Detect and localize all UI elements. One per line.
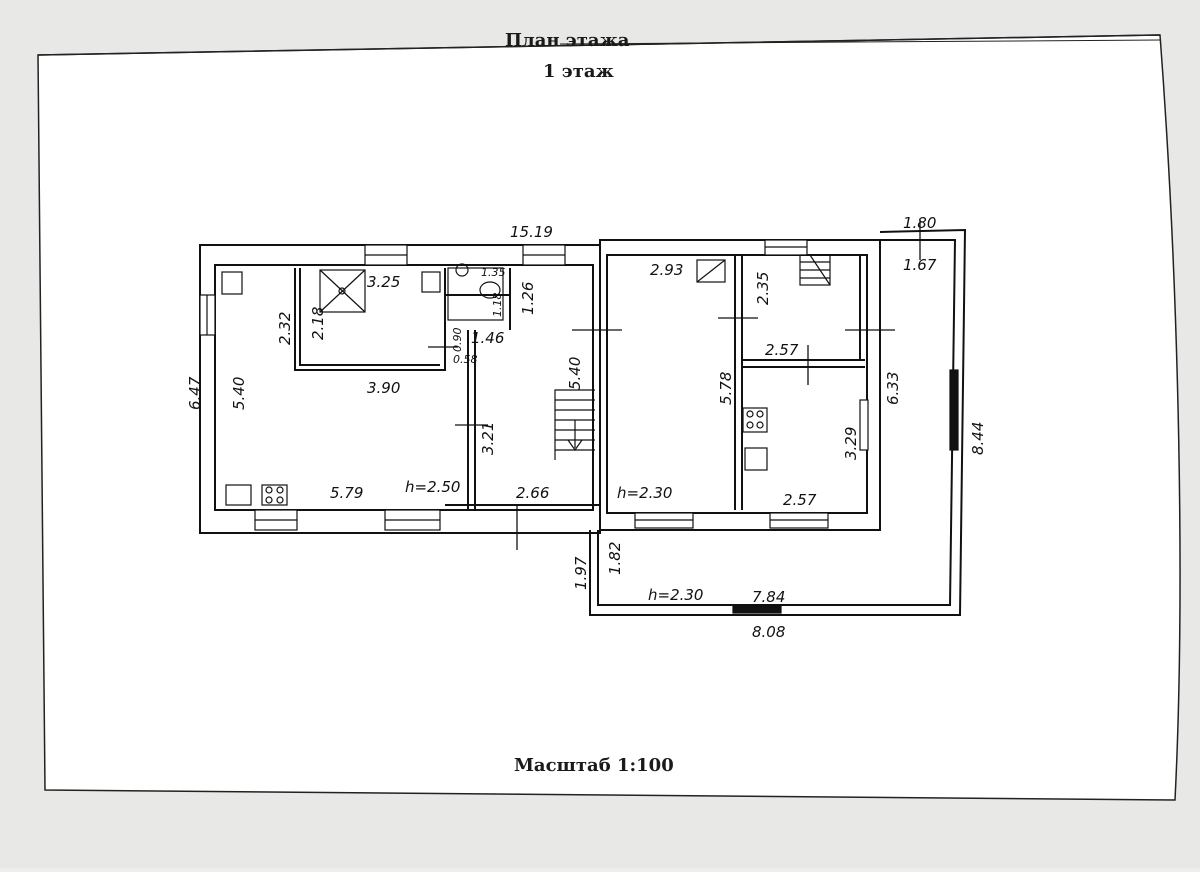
dim-wc-small-b: 0.58 (453, 353, 478, 366)
dim-wc-small-a: 0.90 (451, 328, 464, 353)
dim-veranda-a: 1.97 (572, 556, 590, 590)
dim-wc-width: 1.35 (481, 266, 506, 279)
dim-stair-width: 2.57 (765, 341, 799, 359)
fixtures (221, 254, 831, 506)
dim-veranda-b: 1.82 (606, 542, 624, 575)
dim-room-c-depth: 3.29 (842, 427, 860, 460)
dim-hall-height: 5.40 (566, 357, 584, 390)
dim-wc-length: 1.46 (471, 329, 504, 347)
dim-room-b-width: 2.93 (650, 261, 683, 279)
dim-kitchen-ceiling: h=2.50 (405, 478, 460, 496)
door-markers (428, 220, 921, 550)
dim-hall-lower: 3.21 (479, 422, 497, 455)
dim-room-b-height: 5.78 (717, 372, 735, 405)
dim-room-c-width: 2.57 (783, 491, 817, 509)
dim-hall-width: 2.66 (516, 484, 549, 502)
dim-hall-upper: 1.26 (519, 282, 537, 315)
interior-partitions (294, 255, 865, 510)
windows (199, 239, 959, 614)
dim-veranda-outer: 8.08 (752, 623, 785, 641)
scale-label: Масштаб 1:100 (514, 755, 674, 776)
dim-corridor-height: 6.33 (884, 372, 902, 405)
dim-annex-top: 1.80 (903, 214, 936, 232)
dim-annex-side: 1.67 (903, 256, 937, 274)
dim-right-height: 8.44 (969, 422, 987, 455)
dim-veranda-inner: 7.84 (752, 588, 785, 606)
dimension-labels: 15.19 6.47 8.44 1.80 1.67 5.40 2.32 3.25… (186, 214, 987, 641)
dim-living-width: 3.90 (367, 379, 400, 397)
dim-shower-width: 3.25 (367, 273, 400, 291)
dim-wc-depth: 1.18 (491, 293, 504, 318)
dim-veranda-ceiling: h=2.30 (648, 586, 703, 604)
floor-title: 1 этаж (543, 61, 614, 82)
dim-room1-height: 5.40 (230, 377, 248, 410)
dim-kitchen-width: 5.79 (330, 484, 363, 502)
dim-stair-depth: 2.35 (754, 272, 772, 305)
dim-total-width: 15.19 (510, 223, 553, 241)
dim-shower-depth: 2.18 (309, 307, 327, 340)
dim-left-height: 6.47 (186, 376, 204, 410)
right-block-walls (589, 228, 967, 616)
plan-title: План этажа (505, 30, 630, 51)
paper-inner (37, 34, 1181, 801)
dim-room1-upper: 2.32 (276, 312, 294, 345)
dim-room-b-ceiling: h=2.30 (617, 484, 672, 502)
